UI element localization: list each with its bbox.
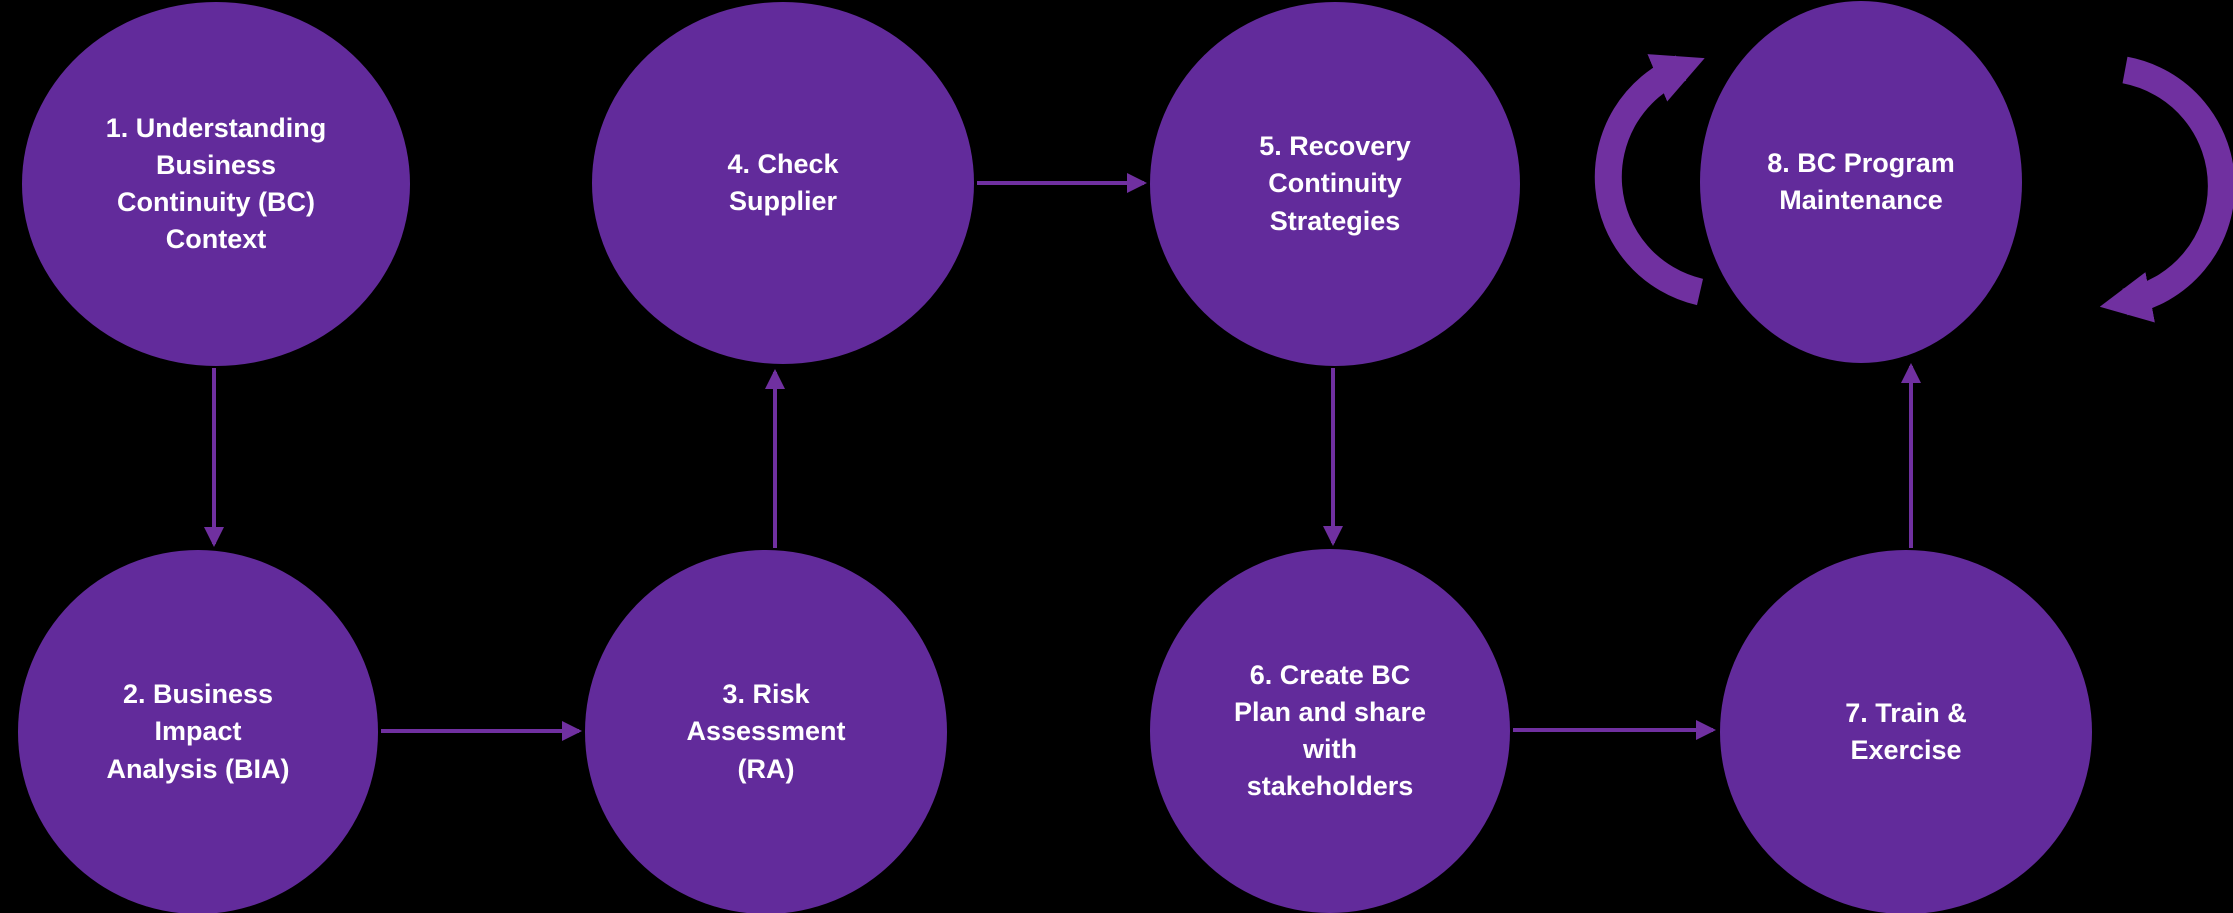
step-circle-5: 5. Recovery Continuity Strategies [1150,2,1520,366]
step-5-label: 5. Recovery Continuity Strategies [1259,131,1411,236]
step-3-label: 3. Risk Assessment (RA) [686,679,846,784]
loop-arrow-left-icon [1594,54,1705,306]
step-7-label: 7. Train & Exercise [1845,697,1967,765]
step-1-label: 1. Understanding Business Continuity (BC… [105,112,327,255]
step-circle-2: 2. Business Impact Analysis (BIA) [18,550,378,913]
step-2-label: 2. Business Impact Analysis (BIA) [106,679,290,784]
step-circle-3: 3. Risk Assessment (RA) [585,550,947,913]
step-6-label: 6. Create BC Plan and share with stakeho… [1233,659,1427,802]
loop-arrow-right-icon [2099,56,2233,323]
step-circle-8: 8. BC Program Maintenance [1700,1,2022,363]
step-circle-7: 7. Train & Exercise [1720,550,2092,913]
step-4-label: 4. Check Supplier [727,148,839,216]
step-circle-1: 1. Understanding Business Continuity (BC… [22,2,410,366]
step-circle-6: 6. Create BC Plan and share with stakeho… [1150,549,1510,913]
step-8-label: 8. BC Program Maintenance [1767,147,1955,215]
step-circle-4: 4. Check Supplier [592,2,974,364]
